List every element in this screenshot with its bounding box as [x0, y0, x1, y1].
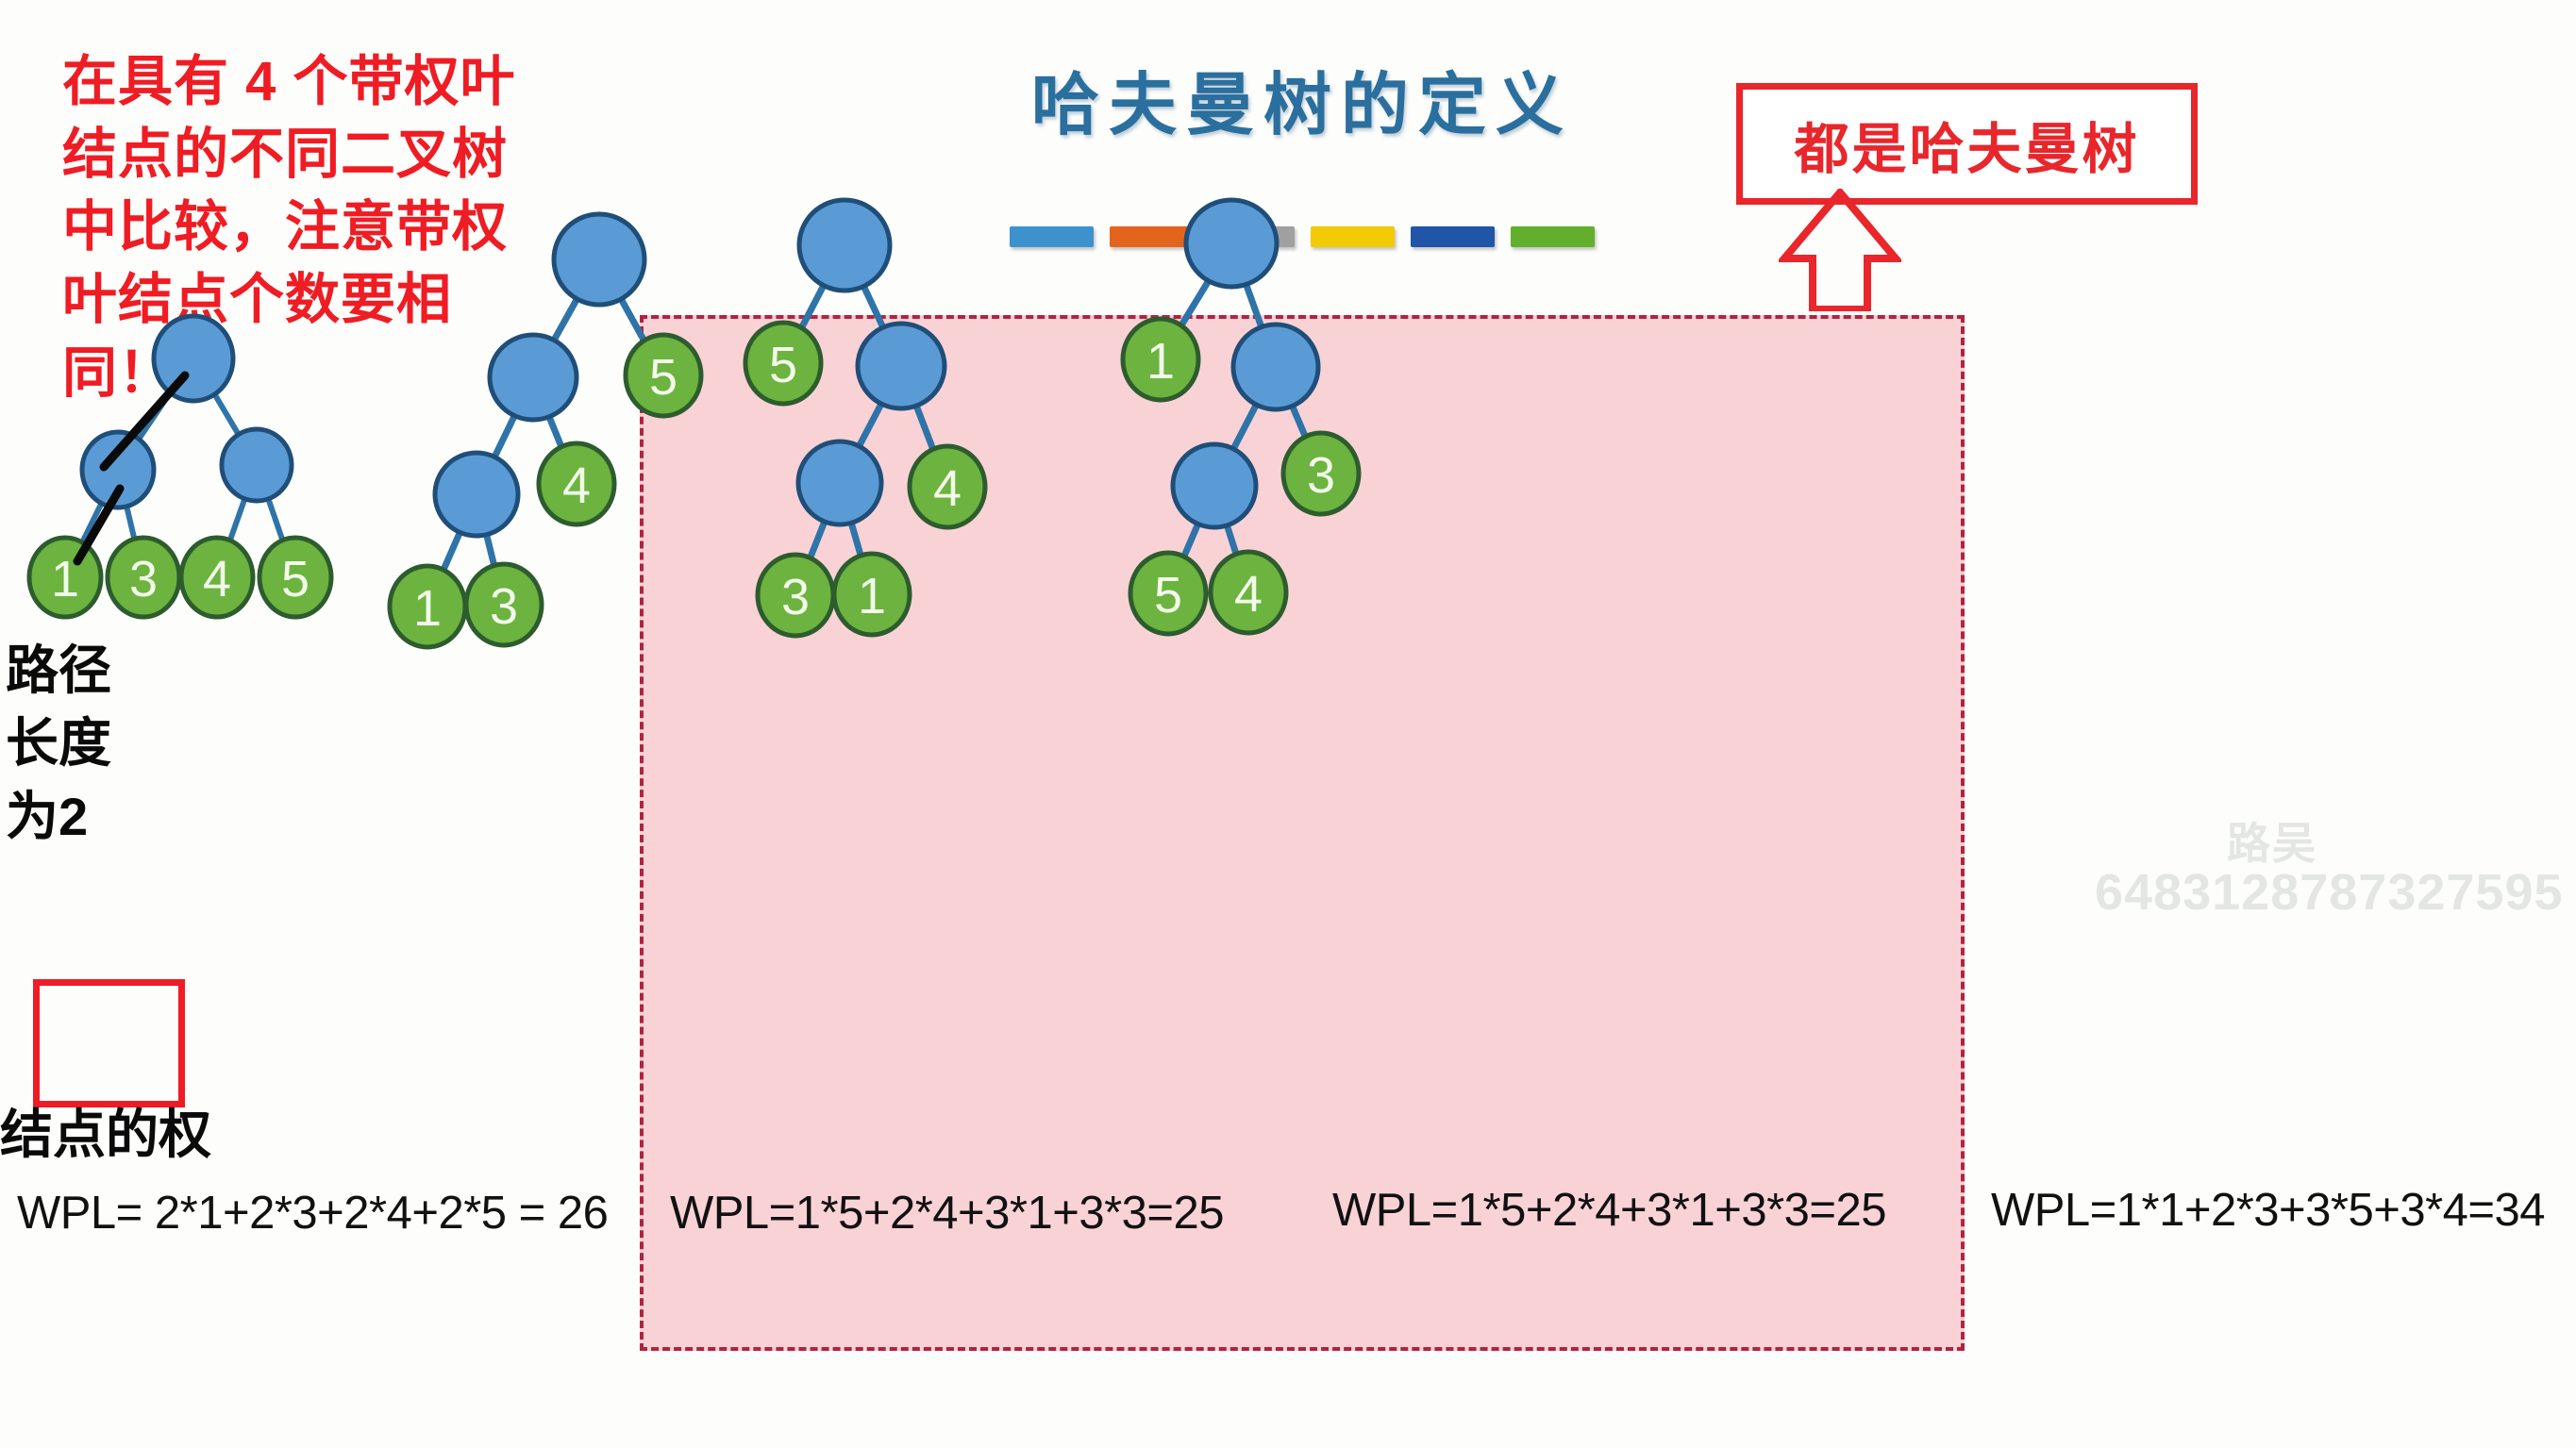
tree-1-internal-node	[151, 313, 236, 404]
tree-1-internal-node	[219, 426, 294, 504]
tree-2-leaf-node	[463, 561, 544, 648]
annotation-node-weight: 结点的权	[0, 1105, 211, 1164]
tree-2-leaf-label: 1	[413, 580, 442, 637]
pointer-line-path-length	[99, 371, 190, 472]
title-bar-6	[1510, 226, 1596, 247]
wpl-label-tree-2: WPL=1*5+2*4+3*1+3*3=25	[670, 1188, 1225, 1239]
tree-3-internal-node	[855, 321, 947, 411]
tree-1-leaf-label: 4	[203, 551, 231, 607]
tree-3-leaf-node	[743, 320, 824, 407]
highlight-rect-leaf-1	[33, 979, 185, 1107]
annotation-path-length-line-1: 路径	[6, 641, 111, 700]
tree-4-internal-node	[1183, 197, 1280, 290]
wpl-label-tree-3: WPL=1*5+2*4+3*1+3*3=25	[1332, 1185, 1887, 1236]
tree-4-internal-node	[1170, 441, 1259, 530]
wpl-label-tree-1: WPL= 2*1+2*3+2*4+2*5 = 26	[17, 1188, 609, 1239]
tree-3-leaf-node	[907, 443, 988, 530]
title-bar-4	[1310, 226, 1395, 247]
tree-4-leaf-label: 1	[1146, 333, 1175, 390]
tree-3-leaf-node	[831, 551, 912, 638]
tree-1-leaf-node	[178, 535, 256, 620]
title-bar-2	[1110, 226, 1195, 247]
red-note-text: 在具有 4 个带权叶 结点的不同二叉树 中比较，注意带权 叶结点个数要相 同！！	[62, 45, 591, 409]
watermark-id: 6483128787327595	[2095, 864, 2564, 922]
red-note-line-3: 中比较，注意带权	[62, 196, 509, 258]
tree-1: 1 3 4 5	[26, 313, 334, 620]
tree-4-leaf-label: 5	[1154, 567, 1182, 624]
page-title: 哈夫曼树的定义	[1030, 68, 1573, 143]
tree-4-internal-node	[1230, 322, 1321, 412]
tree-2-internal-node	[432, 450, 521, 539]
tree-4-leaf-node	[1128, 550, 1209, 637]
tree-2-internal-node	[487, 332, 579, 423]
wpl-label-tree-4: WPL=1*1+2*3+3*5+3*4=34	[1991, 1185, 2546, 1236]
title-bar-1	[1010, 226, 1095, 247]
tree-3-leaf-label: 5	[769, 337, 797, 393]
pointer-line-node-weight	[73, 484, 125, 566]
red-note-line-2: 结点的不同二叉树	[62, 124, 509, 186]
tree-3-leaf-label: 1	[858, 568, 886, 624]
annotation-path-length-line-2: 长度	[6, 713, 111, 774]
tree-2-leaf-node	[536, 441, 617, 527]
tree-3-leaf-label: 3	[781, 569, 810, 625]
tree-3-internal-node	[795, 439, 884, 527]
tree-3-leaf-label: 4	[933, 460, 962, 517]
callout-box: 都是哈夫曼树	[1736, 83, 2198, 205]
red-note-line-1: 在具有 4 个带权叶	[62, 51, 516, 112]
watermark: 路吴 6483128787327595	[2095, 819, 2576, 920]
tree-2-leaf-label: 4	[562, 458, 591, 514]
annotation-path-length: 路径 长度 为2	[6, 634, 185, 853]
tree-2-internal-node	[551, 211, 647, 308]
tree-4: 1 3 5 4	[1120, 197, 1362, 637]
tree-2-leaf-label: 5	[649, 349, 677, 406]
title-bar-5	[1410, 226, 1495, 247]
tree-2-leaf-label: 3	[490, 578, 518, 635]
red-note-line-4: 叶结点个数要相	[62, 269, 453, 331]
tree-2-leaf-node	[623, 332, 704, 419]
watermark-name: 路吴	[2227, 819, 2317, 868]
up-arrow-icon	[1779, 189, 1901, 311]
tree-4-leaf-node	[1280, 430, 1362, 517]
tree-3: 5 4 3 1	[743, 197, 988, 639]
tree-3-internal-node	[796, 197, 893, 293]
tree-4-leaf-label: 4	[1234, 566, 1263, 623]
tree-2: 5 4 1 3	[387, 211, 704, 650]
tree-4-leaf-node	[1120, 316, 1201, 403]
tree-4-leaf-node	[1208, 549, 1289, 636]
callout-label: 都是哈夫曼树	[1794, 118, 2140, 180]
tree-1-internal-node	[79, 429, 157, 510]
annotation-path-length-line-3: 为2	[6, 786, 89, 846]
tree-1-leaf-node	[257, 535, 334, 620]
title-decoration-bars	[1010, 226, 1596, 247]
tree-4-leaf-label: 3	[1307, 447, 1335, 504]
tree-1-leaf-label: 3	[129, 551, 158, 607]
tree-1-leaf-label: 5	[281, 551, 309, 607]
